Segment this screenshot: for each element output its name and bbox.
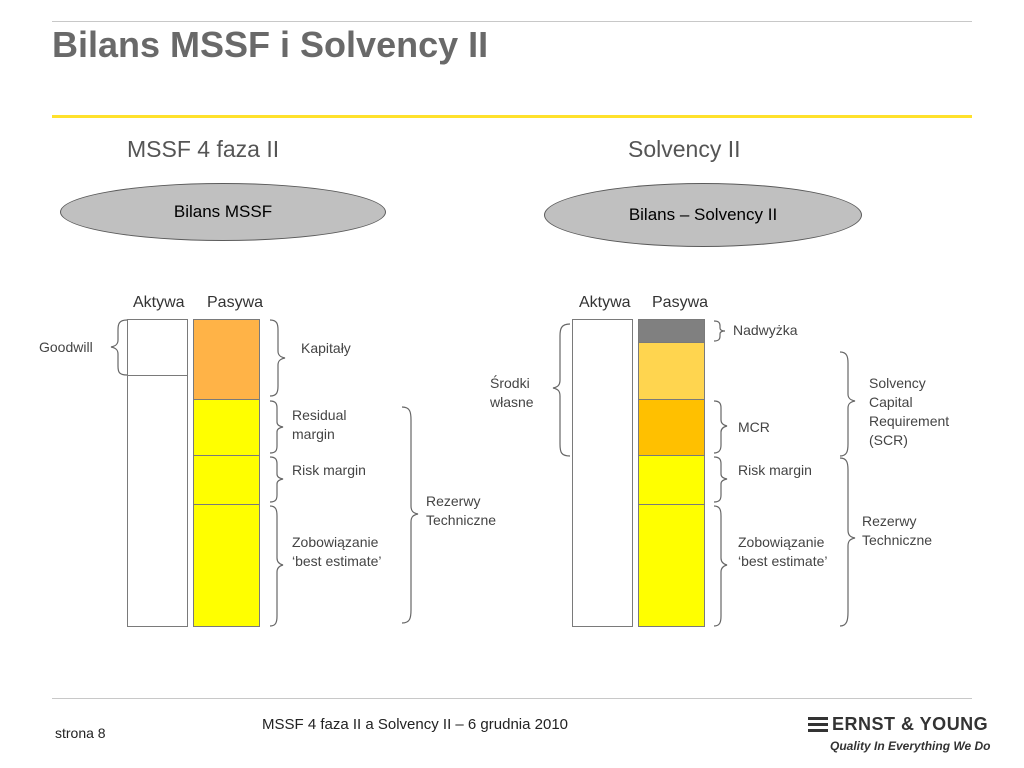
mcr-segment [638, 399, 705, 456]
goodwill-label: Goodwill [39, 339, 93, 355]
ernst-young-logo: ERNST & YOUNG Quality In Everything We D… [808, 714, 990, 756]
aktywa-column-left [127, 319, 188, 627]
risk-margin-label-right: Risk margin [738, 462, 812, 478]
best-estimate-segment-right [638, 504, 705, 627]
srodki-wlasne-label: Środki własne [490, 375, 534, 410]
best-estimate-label-right: Zobowiązanie ‘best estimate’ [738, 534, 828, 569]
best-estimate-bracket-right [713, 505, 728, 627]
pasywa-label-left: Pasywa [207, 294, 264, 311]
mcr-bracket [713, 400, 728, 454]
logo-bars-icon [808, 717, 828, 738]
scr-label: Solvency Capital Requirement (SCR) [869, 375, 950, 448]
goodwill-bracket [110, 319, 128, 376]
nadwyzka-label: Nadwyżka [733, 322, 798, 338]
right-heading: Solvency II [628, 136, 741, 162]
logo-wordmark: ERNST & YOUNG [832, 714, 989, 734]
kapitaly-label: Kapitały [301, 340, 351, 356]
left-heading: MSSF 4 faza II [127, 136, 280, 162]
bottom-divider [52, 698, 972, 699]
rezerwy-bracket-left [401, 406, 419, 624]
risk-margin-bracket-right [713, 456, 728, 503]
top-divider [52, 21, 972, 22]
page-number: strona 8 [55, 725, 106, 741]
residual-margin-label: Residual margin [292, 407, 347, 442]
best-estimate-bracket-left [269, 505, 284, 627]
nadwyzka-segment [638, 319, 705, 343]
rezerwy-label-left: Rezerwy Techniczne [426, 493, 497, 528]
yellow-accent-rule [52, 115, 972, 118]
bilans-solvency-oval: Bilans – Solvency II [544, 183, 862, 247]
bilans-solvency-label: Bilans – Solvency II [628, 205, 778, 224]
risk-margin-label-left: Risk margin [292, 462, 366, 478]
residual-margin-bracket [269, 400, 284, 454]
mcr-label: MCR [738, 419, 770, 435]
aktywa-label-right: Aktywa [579, 294, 631, 311]
srodki-bracket [552, 323, 571, 457]
rezerwy-bracket-right [839, 457, 856, 627]
kapitaly-bracket [269, 319, 286, 397]
footer-caption: MSSF 4 faza II a Solvency II – 6 grudnia… [262, 716, 569, 733]
goodwill-divider [127, 375, 188, 376]
best-estimate-label-left: Zobowiązanie ‘best estimate’ [292, 534, 382, 569]
nadwyzka-bracket [713, 320, 726, 342]
risk-margin-bracket-left [269, 456, 284, 503]
risk-margin-segment-left [193, 455, 260, 505]
aktywa-label-left: Aktywa [133, 294, 185, 311]
logo-tagline: Quality In Everything We Do [830, 739, 991, 753]
bilans-mssf-oval: Bilans MSSF [60, 183, 386, 241]
rezerwy-label-right: Rezerwy Techniczne [862, 513, 933, 548]
scr-bracket [839, 351, 856, 457]
aktywa-column-right [572, 319, 633, 627]
slide-title: Bilans MSSF i Solvency II [52, 24, 489, 65]
risk-margin-segment-right [638, 455, 705, 505]
pasywa-label-right: Pasywa [652, 294, 709, 311]
bilans-mssf-label: Bilans MSSF [173, 202, 273, 221]
best-estimate-segment-left [193, 504, 260, 627]
